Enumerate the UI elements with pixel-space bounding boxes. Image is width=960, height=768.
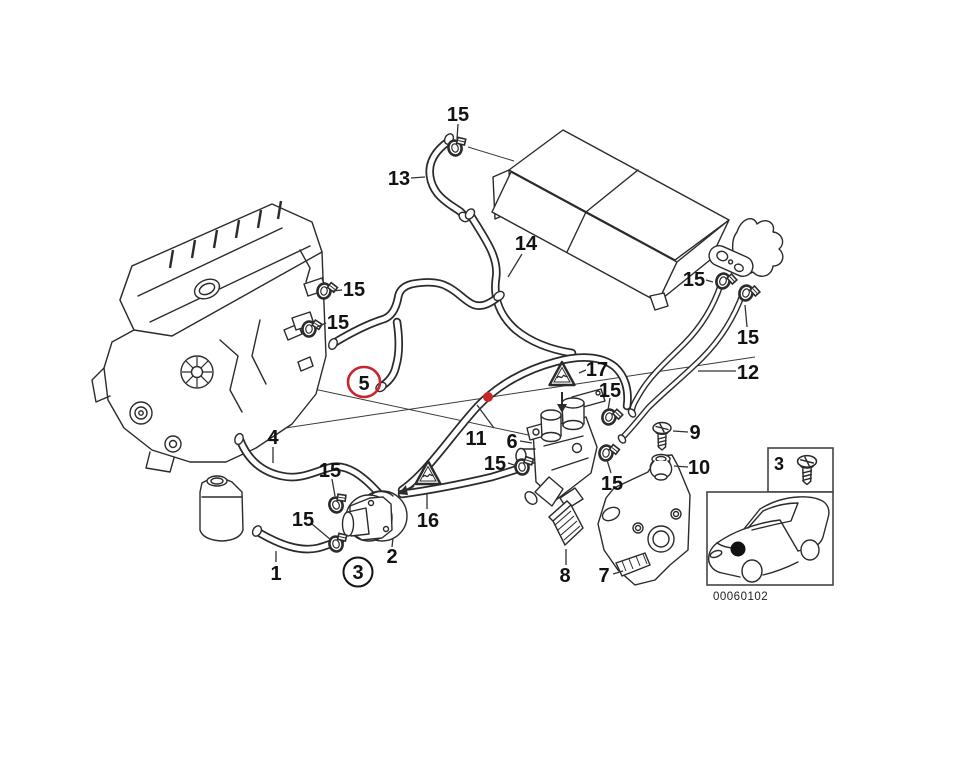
hose-pump-to-valve: [397, 462, 529, 499]
callout-13[interactable]: 13: [388, 168, 410, 190]
engine-pulley: [129, 401, 153, 425]
screw-icon: [652, 421, 672, 451]
callout-15-flange-a[interactable]: 15: [683, 269, 705, 291]
rubber-insert: [548, 500, 584, 546]
hose-11: [397, 353, 632, 495]
callout-17[interactable]: 17: [586, 359, 608, 381]
callout-14[interactable]: 14: [515, 233, 538, 255]
callout-7[interactable]: 7: [598, 565, 609, 587]
hose-clamp-icon: [325, 530, 352, 555]
spark-plug-studs: [168, 200, 283, 269]
callout-8[interactable]: 8: [559, 565, 570, 587]
callout-5-highlighted[interactable]: 5: [358, 373, 369, 395]
callout-10[interactable]: 10: [688, 457, 710, 479]
callout-1[interactable]: 1: [270, 563, 281, 585]
heater-pipe-flange: [708, 245, 754, 277]
heater-pipes: [617, 281, 746, 444]
circled-ref-3: [342, 556, 374, 588]
callout-15-valve-left[interactable]: 15: [484, 453, 506, 475]
callout-2[interactable]: 2: [386, 546, 397, 568]
location-dot: [730, 541, 746, 557]
inset-car-box: [706, 491, 834, 586]
callout-15-valve-top[interactable]: 15: [599, 380, 621, 402]
callout-15-flange-b[interactable]: 15: [737, 327, 759, 349]
heater-core: [491, 129, 784, 311]
red-highlight-circle: [346, 365, 382, 399]
callout-15-engine-a[interactable]: 15: [343, 279, 365, 301]
callout-9[interactable]: 9: [689, 422, 700, 444]
water-valve: [515, 388, 606, 510]
inset-panel: 3 00060102: [706, 447, 834, 603]
valve-solenoid: [540, 397, 585, 443]
warning-triangle-17: [548, 360, 576, 413]
grommet: [649, 453, 673, 481]
leader-lines: [272, 123, 748, 575]
callout-12[interactable]: 12: [737, 362, 759, 384]
car-locator-illustration: [707, 496, 830, 583]
expansion-tank: [199, 475, 244, 542]
engine-illustration: [91, 200, 327, 473]
oil-filler-cap: [193, 278, 221, 300]
inset-screw-box: [767, 447, 834, 493]
callout-3-circled[interactable]: 3: [352, 562, 363, 584]
warning-triangle-16: [398, 459, 442, 495]
hose-clamp-icon: [596, 441, 622, 464]
callout-6[interactable]: 6: [506, 431, 517, 453]
callout-15-hose1[interactable]: 15: [292, 509, 314, 531]
callout-15-hose13[interactable]: 15: [447, 104, 469, 126]
callout-16[interactable]: 16: [417, 510, 439, 532]
red-dot-marker: [483, 392, 493, 402]
callout-11[interactable]: 11: [465, 428, 486, 450]
callout-15-hose4[interactable]: 15: [319, 460, 341, 482]
hose-14: [464, 208, 577, 358]
hose-clamp-icon: [599, 404, 625, 429]
callout-4[interactable]: 4: [267, 427, 279, 449]
callout-15-engine-b[interactable]: 15: [327, 312, 349, 334]
inset-screw-callout[interactable]: 3: [774, 454, 784, 474]
callout-15-valve-bottom[interactable]: 15: [601, 473, 623, 495]
auxiliary-water-pump: [341, 490, 408, 542]
diagram-number: 00060102: [713, 591, 768, 603]
